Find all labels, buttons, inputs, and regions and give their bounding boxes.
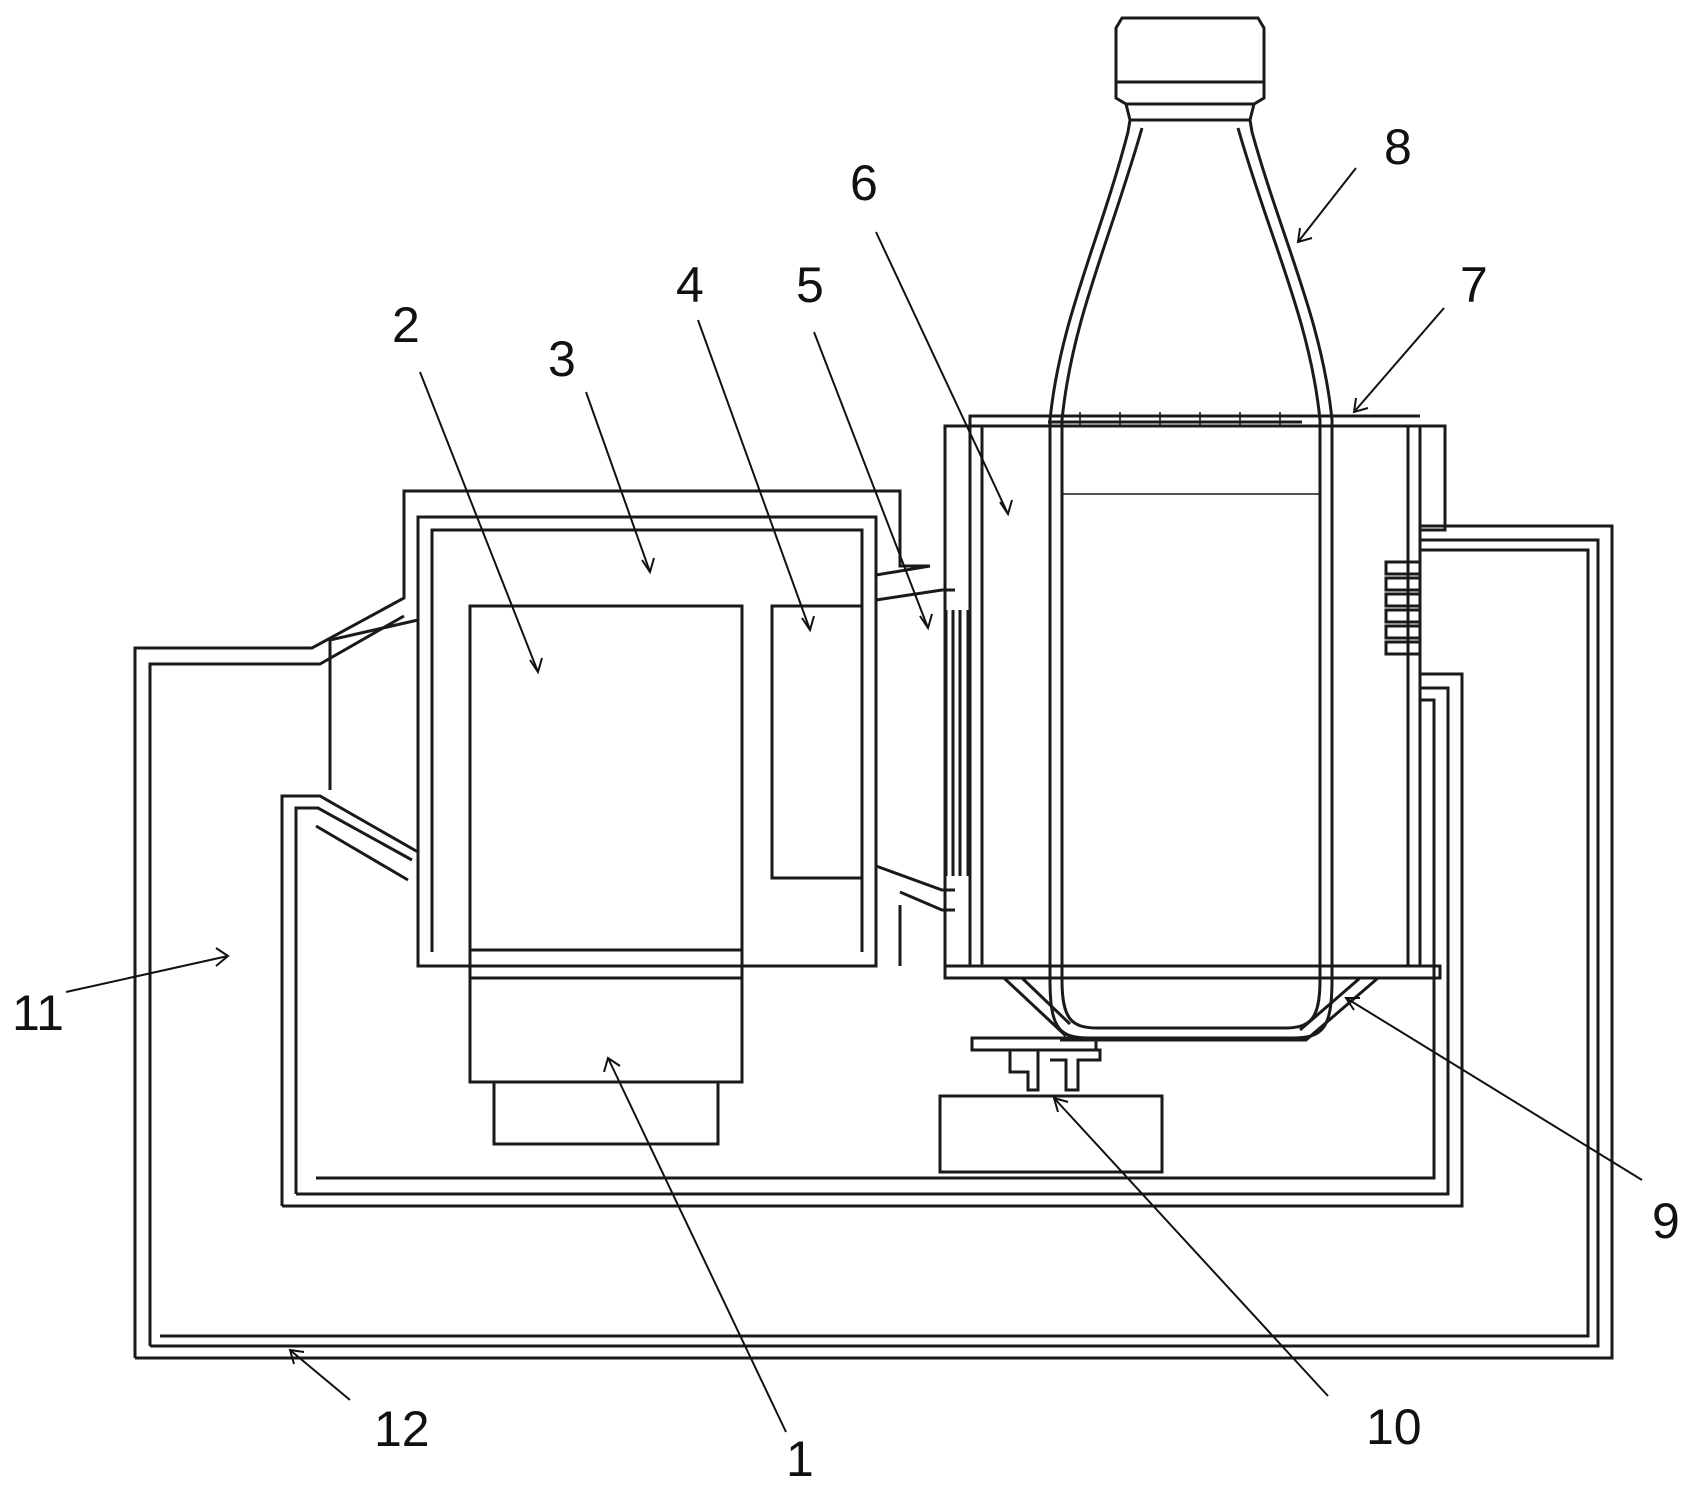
main-block (416, 515, 955, 968)
label-2: 2 (392, 297, 420, 353)
label-1: 1 (786, 1431, 814, 1487)
arrowhead-5 (919, 613, 933, 631)
label-9: 9 (1652, 1193, 1680, 1249)
arrowhead-10 (1052, 1096, 1069, 1113)
arrowhead-1 (603, 1056, 621, 1073)
component-5 (944, 610, 970, 876)
arrowhead-3 (641, 557, 655, 575)
leader-3 (585, 391, 651, 573)
leader-6 (875, 231, 1009, 515)
leader-1 (607, 1057, 787, 1433)
leader-lines (65, 167, 1643, 1433)
inner-chamber (280, 618, 1464, 1208)
label-10: 10 (1366, 1399, 1422, 1455)
label-3: 3 (548, 331, 576, 387)
leader-11 (65, 955, 229, 993)
leader-2 (419, 371, 539, 673)
label-11: 11 (12, 985, 64, 1041)
arrowhead-6 (999, 499, 1013, 517)
leader-9 (1345, 997, 1643, 1181)
component-1 (468, 948, 744, 1146)
label-4: 4 (676, 257, 704, 313)
arrowhead-7 (1352, 397, 1369, 414)
leader-10 (1053, 1097, 1329, 1397)
component-4 (770, 604, 864, 880)
arrowhead-12 (288, 1348, 305, 1365)
cooling-fins (1384, 560, 1422, 656)
label-5: 5 (796, 257, 824, 313)
arrowhead-11 (215, 947, 230, 967)
arrowhead-2 (529, 657, 543, 675)
arrowhead-8 (1296, 227, 1313, 244)
leader-5 (813, 331, 929, 629)
label-6: 6 (850, 155, 878, 211)
valve-base (938, 1036, 1164, 1174)
holder-cylinder (943, 414, 1447, 980)
label-12: 12 (374, 1401, 430, 1457)
leader-8 (1297, 167, 1357, 243)
arrowhead-9 (1344, 997, 1360, 1011)
part-labels: 1 2 3 4 5 6 7 8 9 10 11 12 (12, 119, 1680, 1487)
arrowhead-4 (801, 615, 815, 633)
component-2 (468, 604, 744, 952)
top-vent-strip (1040, 412, 1310, 426)
label-7: 7 (1460, 257, 1488, 313)
leader-7 (1353, 307, 1445, 413)
leader-12 (289, 1349, 351, 1401)
label-8: 8 (1384, 119, 1412, 175)
bottle (1048, 16, 1334, 1040)
leader-4 (697, 319, 811, 631)
